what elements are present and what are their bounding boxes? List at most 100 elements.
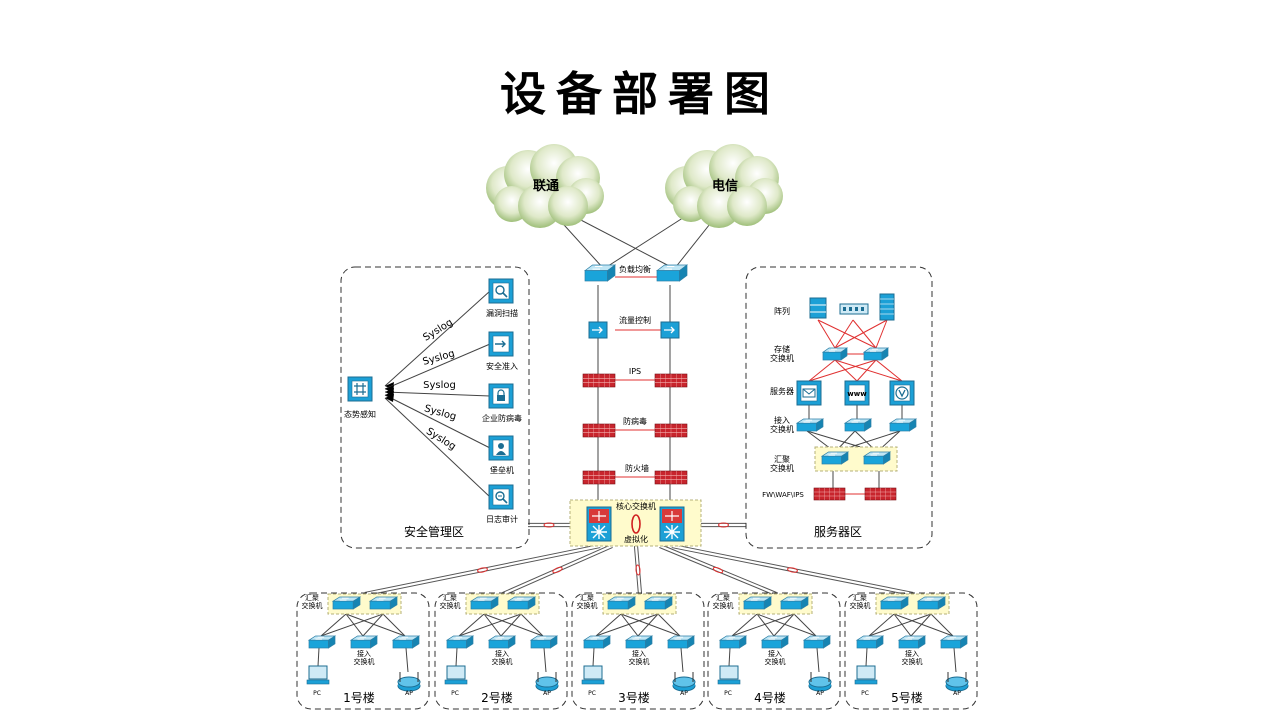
building-1-access-switch-3-icon bbox=[391, 635, 421, 649]
switch-side bbox=[607, 264, 616, 282]
virtualization-label: 虚拟化 bbox=[624, 534, 648, 544]
building-1-ap-icon bbox=[397, 672, 421, 692]
security-zone-label: 安全管理区 bbox=[404, 524, 464, 539]
switch-front bbox=[369, 600, 391, 610]
label-line: 交换机 bbox=[770, 463, 794, 473]
server-agg-left-icon bbox=[820, 451, 850, 465]
security-device-3-icon bbox=[488, 383, 514, 409]
cloud-puff bbox=[727, 186, 767, 226]
switch-side bbox=[527, 596, 536, 610]
load-balance-label: 负载均衡 bbox=[619, 264, 651, 274]
security-device-4-icon bbox=[488, 435, 514, 461]
server-firewall-right-icon bbox=[864, 487, 897, 501]
building-5-pc-icon bbox=[854, 665, 878, 685]
storage-link bbox=[817, 319, 836, 349]
lock-body bbox=[497, 395, 505, 401]
v-ring bbox=[895, 386, 909, 400]
storage-link bbox=[852, 319, 877, 349]
situation-awareness-label: 态势感知 bbox=[344, 409, 376, 419]
switch-side bbox=[627, 596, 636, 610]
agg-access-link bbox=[868, 613, 895, 637]
agg-access-link bbox=[731, 613, 795, 637]
server-link bbox=[808, 359, 836, 382]
cloud-puff bbox=[697, 184, 741, 228]
syslog-label: Syslog bbox=[423, 380, 456, 391]
array-disk bbox=[855, 307, 858, 311]
switch-front bbox=[917, 600, 939, 610]
switch-side bbox=[937, 596, 946, 610]
switch-front bbox=[583, 639, 604, 649]
building-access-label: 接入交换机 bbox=[629, 649, 650, 666]
switch-arrows bbox=[514, 597, 524, 601]
agg-access-link bbox=[320, 613, 384, 637]
core-switch-label: 核心交换机 bbox=[616, 501, 656, 511]
security-device-label: 堡垒机 bbox=[490, 465, 514, 475]
link-aggregation-mark bbox=[543, 522, 555, 528]
core-top-arrows bbox=[665, 511, 679, 521]
mail-env bbox=[802, 388, 816, 398]
core-switch-left-icon bbox=[586, 506, 612, 542]
switch-side bbox=[881, 347, 889, 361]
switch-side bbox=[960, 635, 968, 649]
building-agg-label: 汇聚交换机 bbox=[850, 594, 871, 610]
agg-access-link bbox=[756, 613, 817, 637]
switch-arrows bbox=[495, 636, 505, 640]
agg-access-link bbox=[930, 613, 954, 637]
cloud-label: 电信 bbox=[712, 178, 738, 194]
storage-link bbox=[834, 319, 854, 349]
ap-top bbox=[808, 676, 832, 688]
building-4-agg-right-icon bbox=[779, 596, 810, 610]
syslog-line bbox=[384, 290, 491, 387]
array-disk bbox=[849, 307, 852, 311]
pc-label: PC bbox=[588, 690, 596, 697]
building-2-access-switch-3-icon bbox=[529, 635, 559, 649]
switch-front bbox=[446, 639, 467, 649]
security-device-label: 安全准入 bbox=[486, 361, 518, 371]
switch-side bbox=[864, 418, 872, 432]
virtualization-link-icon bbox=[631, 514, 641, 534]
switch-arrows bbox=[829, 348, 837, 352]
switch-front bbox=[656, 270, 680, 282]
building-5-access-switch-2-icon bbox=[897, 635, 927, 649]
switch-arrows bbox=[863, 636, 873, 640]
agg-access-link bbox=[893, 613, 912, 637]
array-label: 阵列 bbox=[774, 306, 790, 316]
person-body bbox=[496, 451, 506, 455]
label-line: 交换机 bbox=[713, 601, 734, 610]
antivirus-right-icon bbox=[654, 423, 688, 438]
switch-front bbox=[898, 639, 919, 649]
building-3-zone bbox=[571, 592, 705, 710]
ap-label: AP bbox=[543, 690, 551, 697]
switch-arrows bbox=[887, 597, 897, 601]
switch-arrows bbox=[905, 636, 915, 640]
magnifier bbox=[495, 285, 505, 295]
magnifier-handle bbox=[502, 292, 508, 298]
agg-access-link bbox=[483, 613, 502, 637]
server-access-switch-1-icon bbox=[795, 418, 825, 432]
switch-arrows bbox=[851, 419, 861, 423]
building-3-access-switch-2-icon bbox=[624, 635, 654, 649]
flow-control-left-icon bbox=[588, 321, 608, 339]
server-access-switch-3-icon bbox=[888, 418, 918, 432]
server-link bbox=[834, 359, 903, 382]
agg-access-link bbox=[910, 613, 932, 637]
pc-screen bbox=[446, 665, 466, 680]
switch-side bbox=[389, 596, 398, 610]
switch-side bbox=[679, 264, 688, 282]
cloud-telecom bbox=[665, 144, 783, 228]
building-3-agg-right-icon bbox=[643, 596, 674, 610]
switch-arrows bbox=[614, 597, 624, 601]
switch-front bbox=[803, 639, 824, 649]
switch-side bbox=[687, 635, 695, 649]
antivirus-label: 防病毒 bbox=[623, 416, 647, 426]
building-access-label: 接入交换机 bbox=[354, 649, 375, 666]
ap-link bbox=[405, 647, 409, 673]
switch-side bbox=[466, 635, 474, 649]
label-line: 交换机 bbox=[492, 657, 513, 666]
building-4-zone bbox=[707, 592, 841, 710]
building-2-pc-icon bbox=[444, 665, 468, 685]
agg-access-link bbox=[756, 613, 775, 637]
ap-label: AP bbox=[953, 690, 961, 697]
situation-awareness-icon bbox=[347, 376, 373, 402]
pc-label: PC bbox=[313, 690, 321, 697]
